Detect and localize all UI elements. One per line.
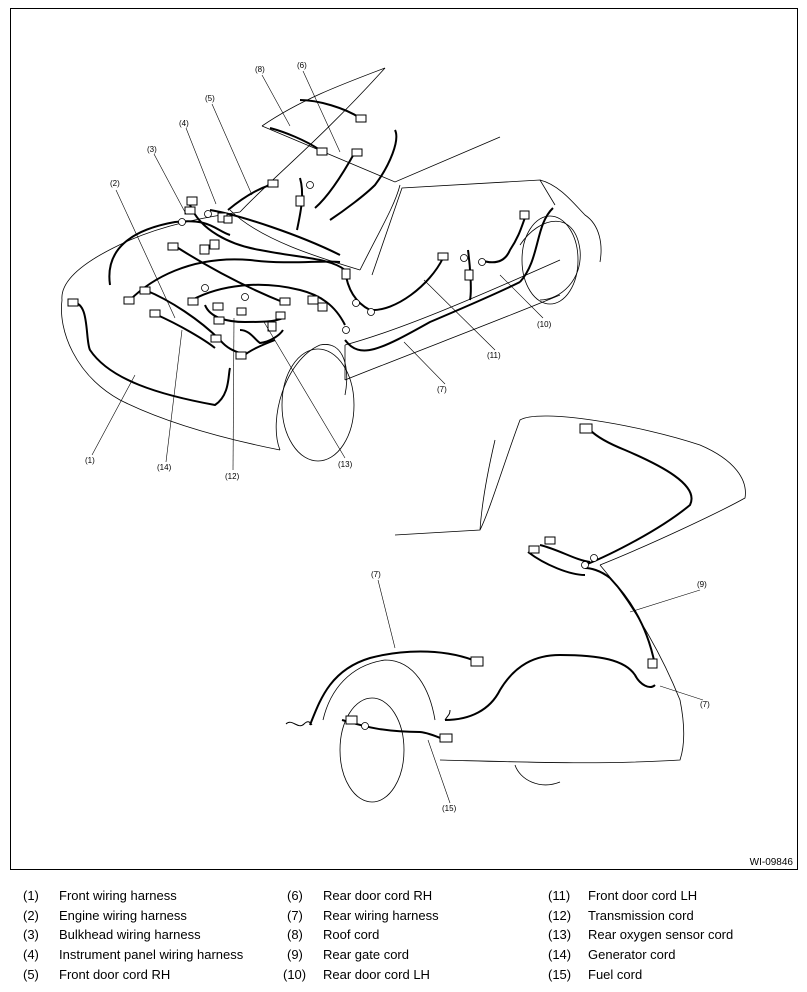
rear-clips xyxy=(361,554,598,730)
legend-num: (5) xyxy=(23,967,39,982)
callout-3: (3) xyxy=(147,145,157,154)
diagram-frame xyxy=(10,8,798,870)
legend-num: (4) xyxy=(23,947,39,962)
leader-lines xyxy=(91,70,704,804)
legend-label: Front door cord RH xyxy=(59,967,171,982)
legend-num: (14) xyxy=(548,947,572,962)
legend-item: (13) Rear oxygen sensor cord xyxy=(548,927,733,943)
legend-item: (12) Transmission cord xyxy=(548,908,694,924)
legend-num: (15) xyxy=(548,967,572,982)
callout-14: (14) xyxy=(157,463,172,472)
callout-2: (2) xyxy=(110,179,120,188)
legend-num: (9) xyxy=(287,947,303,962)
legend-num: (1) xyxy=(23,888,39,903)
legend-item: (14) Generator cord xyxy=(548,947,675,963)
legend-num: (7) xyxy=(287,908,303,923)
callout-13: (13) xyxy=(338,460,353,469)
legend-label: Rear wiring harness xyxy=(323,908,439,923)
callout-6: (6) xyxy=(297,61,307,70)
callout-15: (15) xyxy=(442,804,457,813)
legend-num: (6) xyxy=(287,888,303,903)
legend-item: (15) Fuel cord xyxy=(548,967,642,983)
callout-4: (4) xyxy=(179,119,189,128)
legend-item: (1) Front wiring harness xyxy=(23,888,177,904)
legend-label: Roof cord xyxy=(323,927,380,942)
legend-label: Rear door cord LH xyxy=(323,967,430,982)
front-clips xyxy=(178,181,486,334)
legend-label: Transmission cord xyxy=(588,908,694,923)
rear-connectors xyxy=(345,423,658,743)
callout-5: (5) xyxy=(205,94,215,103)
rear-wire-ends xyxy=(285,709,451,727)
callout-12: (12) xyxy=(225,472,240,481)
front-harness-wires xyxy=(71,99,554,407)
legend-item: (5) Front door cord RH xyxy=(23,967,170,983)
legend-label: Front wiring harness xyxy=(59,888,177,903)
legend-label: Instrument panel wiring harness xyxy=(59,947,244,962)
figure-id: WI-09846 xyxy=(749,857,793,868)
legend-item: (4) Instrument panel wiring harness xyxy=(23,947,243,963)
legend-label: Front door cord LH xyxy=(588,888,698,903)
legend-item: (2) Engine wiring harness xyxy=(23,908,187,924)
legend-item: (9) Rear gate cord xyxy=(287,947,409,963)
legend-item: (10) Rear door cord LH xyxy=(283,967,430,983)
wiring-diagram: (1) (2) (3) (4) (5) (6) (7) (8) (9) (10)… xyxy=(61,61,746,813)
legend-num: (12) xyxy=(548,908,572,923)
legend-num: (8) xyxy=(287,927,303,942)
legend-item: (11) Front door cord LH xyxy=(548,888,697,904)
legend-num: (13) xyxy=(548,927,572,942)
rear-harness-wires xyxy=(309,429,693,741)
legend-item: (8) Roof cord xyxy=(287,927,379,943)
legend-num: (11) xyxy=(548,888,571,903)
legend-item: (3) Bulkhead wiring harness xyxy=(23,927,201,943)
legend-label: Rear door cord RH xyxy=(323,888,433,903)
legend-label: Rear oxygen sensor cord xyxy=(588,927,734,942)
legend: (1) Front wiring harness (2) Engine wiring… xyxy=(0,884,807,992)
callout-1: (1) xyxy=(85,456,95,465)
legend-label: Engine wiring harness xyxy=(59,908,187,923)
rear-car-body xyxy=(322,415,746,803)
legend-label: Generator cord xyxy=(588,947,676,962)
front-connectors xyxy=(67,114,530,360)
legend-label: Bulkhead wiring harness xyxy=(59,927,201,942)
legend-item: (6) Rear door cord RH xyxy=(287,888,432,904)
callout-10: (10) xyxy=(537,320,552,329)
legend-item: (7) Rear wiring harness xyxy=(287,908,439,924)
legend-num: (3) xyxy=(23,927,39,942)
callout-labels: (1) (2) (3) (4) (5) (6) (7) (8) (9) (10)… xyxy=(85,61,710,813)
legend-label: Fuel cord xyxy=(588,967,643,982)
callout-7c: (7) xyxy=(700,700,710,709)
callout-7b: (7) xyxy=(371,570,381,579)
callout-9: (9) xyxy=(697,580,707,589)
callout-11: (11) xyxy=(487,351,501,360)
callout-7a: (7) xyxy=(437,385,447,394)
callout-8: (8) xyxy=(255,65,265,74)
legend-num: (10) xyxy=(283,967,307,982)
front-car-body xyxy=(61,67,602,462)
legend-num: (2) xyxy=(23,908,39,923)
legend-label: Rear gate cord xyxy=(323,947,409,962)
